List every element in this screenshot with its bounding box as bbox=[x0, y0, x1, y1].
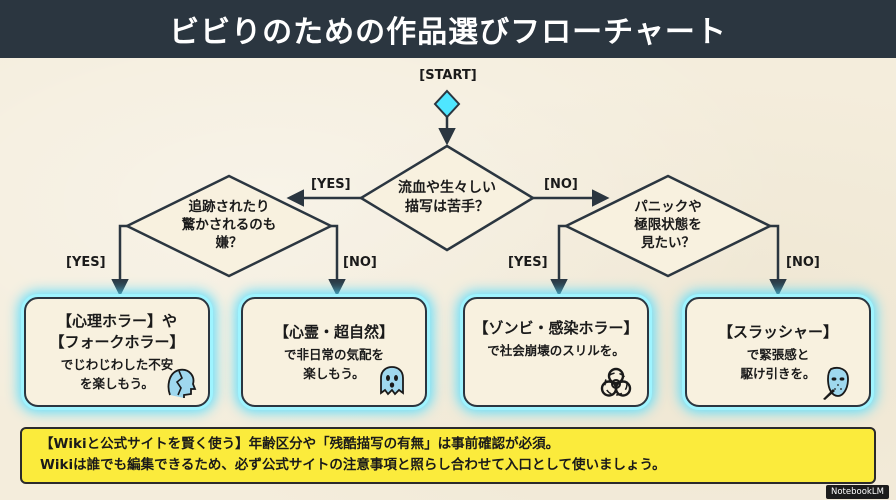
result-slasher: 【スラッシャー】 で緊張感と 駆け引きを。 bbox=[685, 297, 871, 407]
result-4-desc-2: 駆け引きを。 bbox=[740, 365, 816, 381]
note-line-1: 【Wikiと公式サイトを賢く使う】年齢区分や「残酷描写の有無」は事前確認が必須。 bbox=[40, 436, 560, 452]
hockey-mask-knife-icon bbox=[823, 366, 849, 400]
q2-yes-arrow bbox=[111, 224, 129, 297]
start-diamond bbox=[433, 89, 461, 119]
tips-note: 【Wikiと公式サイトを賢く使う】年齢区分や「残酷描写の有無」は事前確認が必須。… bbox=[20, 427, 876, 484]
q1-line2: 描写は苦手？ bbox=[405, 199, 489, 215]
notebooklm-badge: NotebookLM bbox=[826, 485, 889, 499]
q2-no-arrow bbox=[328, 224, 346, 297]
q3-yes-arrow bbox=[550, 224, 568, 297]
q3-no-arrow bbox=[769, 224, 787, 297]
result-3-desc-1: で社会崩壊のスリルを。 bbox=[487, 343, 625, 358]
result-2-title-1: 【心霊・超自然】 bbox=[273, 322, 394, 341]
result-zombie: 【ゾンビ・感染ホラー】 で社会崩壊のスリルを。 bbox=[463, 297, 649, 407]
q2-diamond bbox=[124, 174, 334, 278]
q2-text: 追跡されたり 驚かされるのも 嫌？ bbox=[169, 198, 289, 252]
title-bar: ビビりのための作品選びフローチャート bbox=[0, 0, 896, 58]
result-4-desc-1: で緊張感と bbox=[746, 346, 810, 362]
q1-diamond bbox=[358, 144, 536, 252]
note-line-2: Wikiは誰でも編集できるため、必ず公式サイトの注意事項と照らし合わせて入口とし… bbox=[40, 457, 666, 473]
result-2-desc-2: 楽しもう。 bbox=[303, 365, 365, 381]
q2-line1: 追跡されたり bbox=[188, 199, 270, 215]
result-1-desc-1: でじわじわした不安 bbox=[60, 357, 174, 372]
result-psychological-horror: 【心理ホラー】や 【フォークホラー】 でじわじわした不安 を楽しもう。 bbox=[24, 297, 210, 407]
result-3-title-1: 【ゾンビ・感染ホラー】 bbox=[473, 319, 639, 337]
q1-no-label: [NO] bbox=[544, 177, 578, 192]
result-4-title-1: 【スラッシャー】 bbox=[717, 322, 838, 341]
q1-yes-label: [YES] bbox=[311, 177, 351, 192]
result-1-title-1: 【心理ホラー】や bbox=[56, 312, 177, 330]
q1-line1: 流血や生々しい bbox=[398, 180, 496, 196]
q2-line3: 嫌？ bbox=[215, 235, 243, 251]
result-1-desc-2: を楽しもう。 bbox=[80, 376, 154, 391]
result-supernatural: 【心霊・超自然】 で非日常の気配を 楽しもう。 bbox=[241, 297, 427, 407]
q3-yes-label: [YES] bbox=[508, 255, 548, 270]
cracked-head-icon bbox=[167, 368, 197, 398]
q3-line2: 極限状態を bbox=[634, 217, 702, 233]
start-label: [START] bbox=[419, 68, 477, 83]
result-2-desc-1: で非日常の気配を bbox=[283, 346, 384, 362]
q3-line1: パニックや bbox=[634, 199, 702, 215]
q2-no-label: [NO] bbox=[343, 255, 377, 270]
page-title: ビビりのための作品選びフローチャート bbox=[169, 15, 727, 50]
q3-no-label: [NO] bbox=[786, 255, 820, 270]
q3-diamond bbox=[563, 174, 773, 278]
ghost-icon bbox=[380, 366, 404, 396]
biohazard-icon bbox=[600, 367, 632, 397]
q3-text: パニックや 極限状態を 見たい？ bbox=[608, 198, 728, 252]
q1-text: 流血や生々しい 描写は苦手？ bbox=[387, 179, 507, 217]
q2-yes-label: [YES] bbox=[66, 255, 106, 270]
result-1-title-2: 【フォークホラー】 bbox=[49, 333, 185, 351]
q2-line2: 驚かされるのも bbox=[181, 217, 277, 233]
q3-line3: 見たい？ bbox=[641, 235, 695, 251]
